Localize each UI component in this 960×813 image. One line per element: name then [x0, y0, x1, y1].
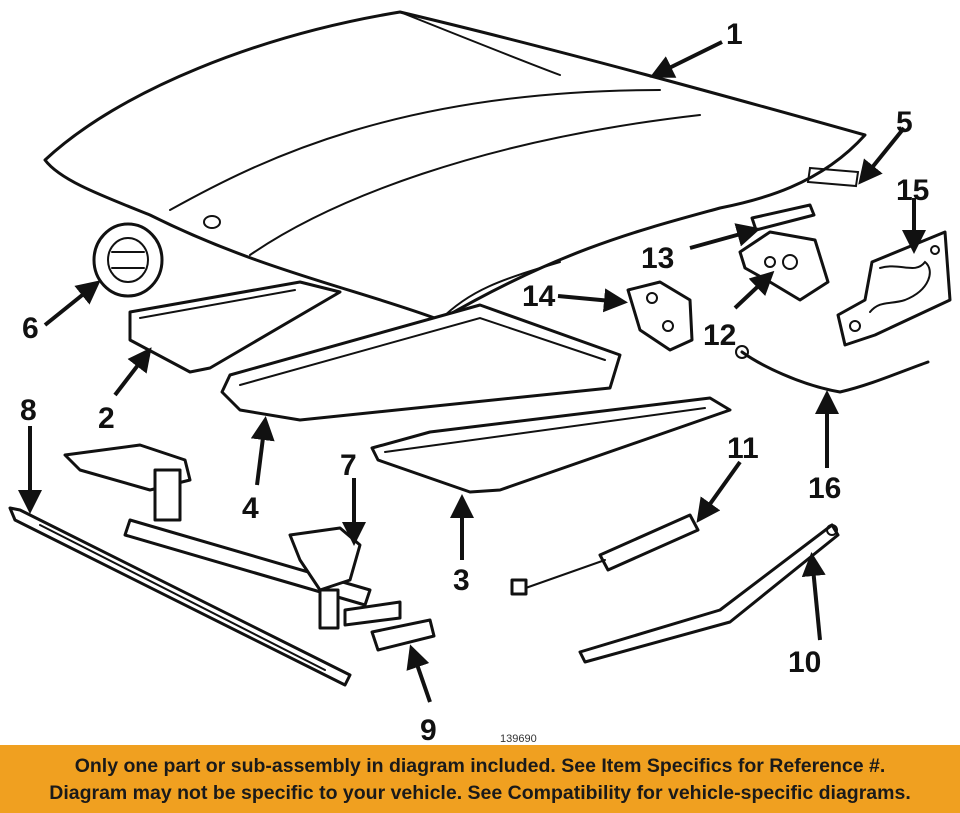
callout-14: 14	[522, 280, 556, 313]
striker-bracket	[836, 230, 952, 347]
hood-latch	[738, 230, 830, 302]
hinge-assembly	[63, 443, 402, 630]
emblem	[92, 222, 164, 298]
insulator-pad-right	[370, 396, 732, 494]
callout-12: 12	[703, 319, 736, 352]
latch-bracket	[750, 203, 816, 232]
callout-3: 3	[453, 564, 470, 597]
callout-4: 4	[242, 492, 259, 525]
disclaimer-line-1: Only one part or sub-assembly in diagram…	[74, 755, 886, 777]
insulator-pad-left	[128, 280, 342, 374]
hood-bumper	[370, 618, 436, 652]
callout-15: 15	[896, 174, 929, 207]
callout-2: 2	[98, 402, 115, 435]
callout-6: 6	[22, 312, 39, 345]
latch-plate	[626, 280, 694, 352]
callout-11: 11	[727, 432, 759, 465]
prop-rod	[578, 523, 840, 664]
gas-strut	[510, 513, 700, 596]
disclaimer-banner: Only one part or sub-assembly in diagram…	[0, 745, 960, 813]
disclaimer-line-2: Diagram may not be specific to your vehi…	[49, 782, 911, 804]
callout-7: 7	[340, 449, 357, 482]
callout-13: 13	[641, 242, 674, 275]
figure-id: 139690	[500, 733, 537, 745]
callout-10: 10	[788, 646, 821, 679]
callout-5: 5	[896, 106, 913, 139]
parts-diagram: 1 5 15 13 12 14 6 2 4 3 7 8 11 16 10 9 1…	[8, 10, 952, 745]
insulator-pad-center	[220, 303, 622, 422]
callout-8: 8	[20, 394, 37, 427]
hood-panel	[43, 10, 867, 322]
callout-1: 1	[726, 18, 743, 51]
callout-9: 9	[420, 714, 437, 745]
release-cable	[735, 345, 930, 394]
callout-16: 16	[808, 472, 841, 505]
leader-arrows	[18, 40, 926, 703]
